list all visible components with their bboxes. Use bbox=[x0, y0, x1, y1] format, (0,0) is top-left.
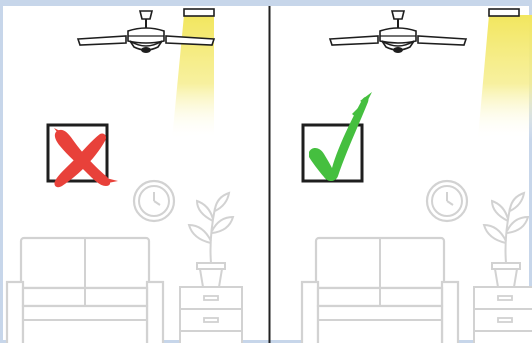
ceiling-light-icon bbox=[489, 9, 519, 16]
top-border-bar bbox=[0, 0, 532, 6]
sofa-icon bbox=[7, 238, 163, 343]
nightstand-icon bbox=[180, 287, 242, 343]
ceiling-light-icon bbox=[184, 9, 214, 16]
wall-clock-icon bbox=[134, 181, 174, 221]
nightstand-icon bbox=[474, 287, 532, 343]
sofa-icon bbox=[302, 238, 458, 343]
wall-clock-icon bbox=[427, 181, 467, 221]
panel-divider bbox=[269, 6, 271, 343]
